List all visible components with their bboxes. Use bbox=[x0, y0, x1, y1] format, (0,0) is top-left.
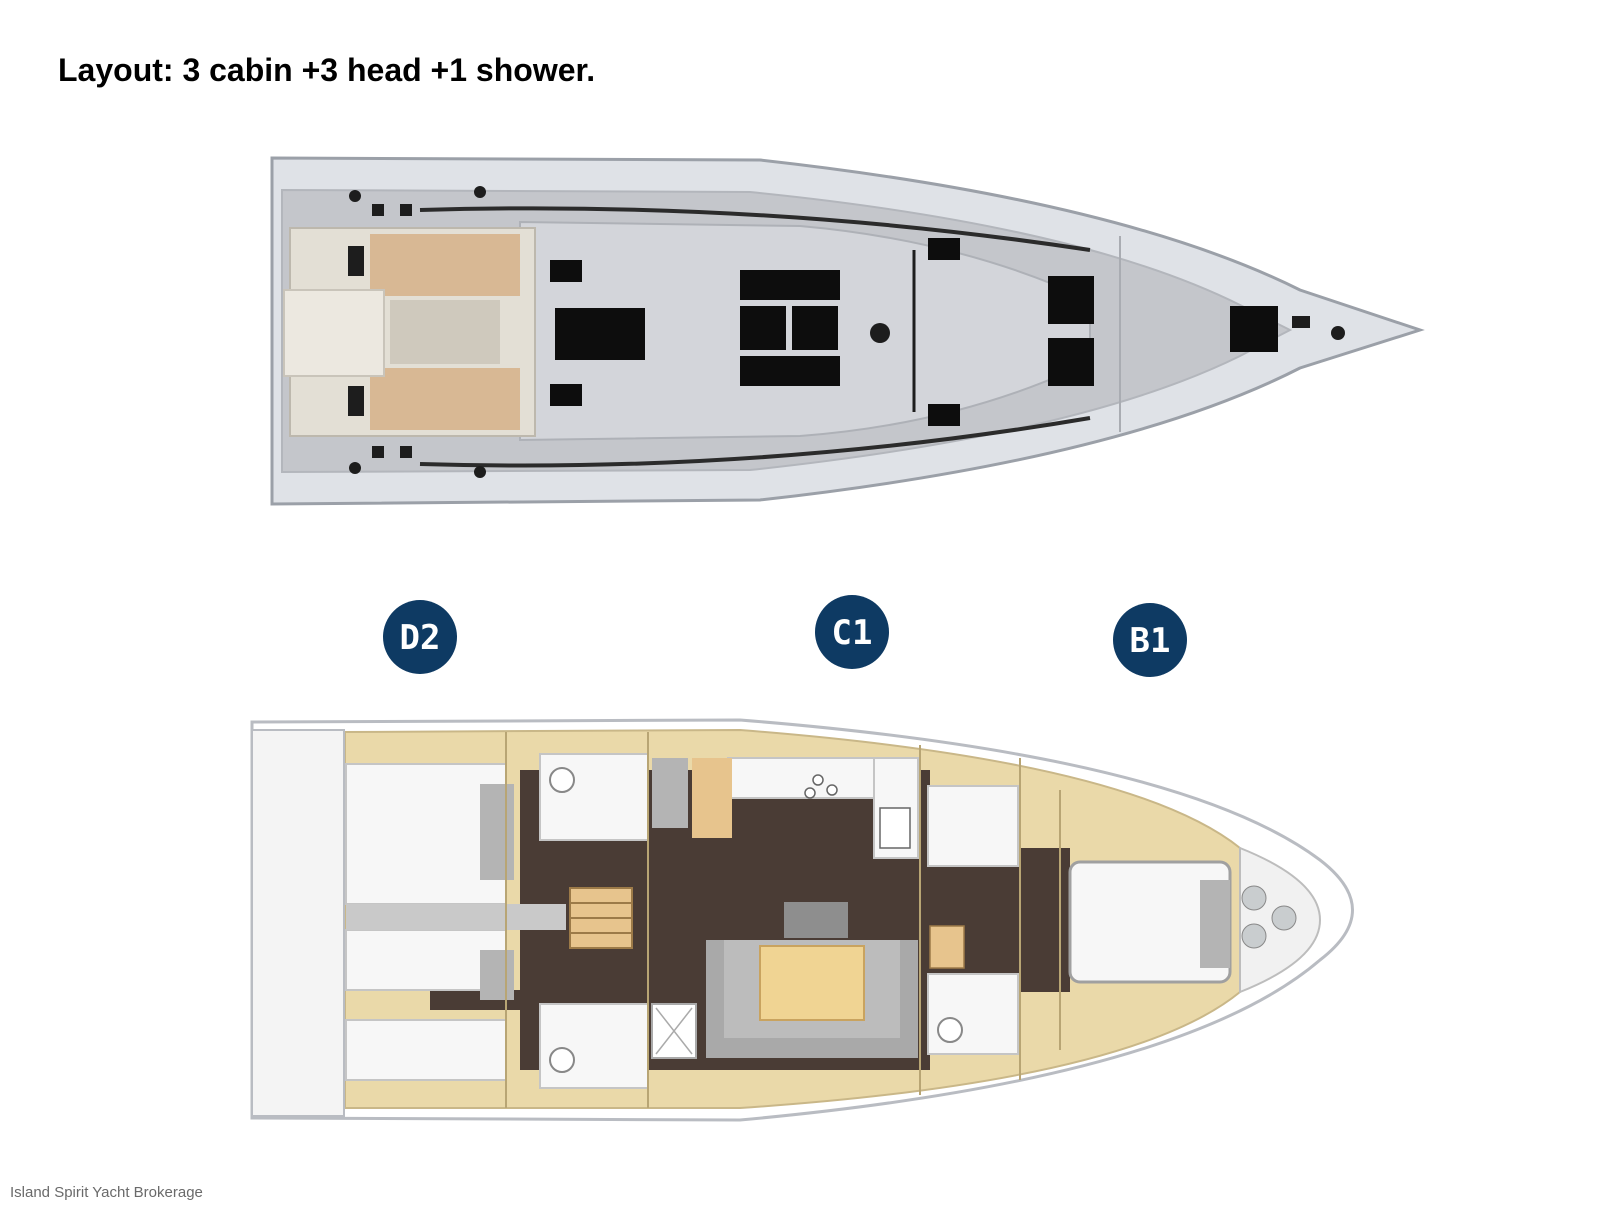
interior-aft-cabin-locker bbox=[480, 784, 514, 880]
deck-transom-platform bbox=[283, 289, 385, 377]
interior-head-fwd-starboard bbox=[927, 973, 1019, 1055]
deck-helm-starboard bbox=[348, 386, 364, 416]
interior-saloon-step bbox=[784, 902, 848, 938]
interior-transom bbox=[251, 729, 345, 1117]
interior-galley-cabinet bbox=[652, 758, 688, 828]
deck-hatch-side bbox=[928, 404, 960, 426]
interior-aft-cabin-bunk bbox=[345, 1019, 507, 1081]
deck-hatch-fore bbox=[1048, 276, 1094, 324]
deck-hatch-side bbox=[928, 238, 960, 260]
deck-mast bbox=[870, 323, 890, 343]
deck-hatch-small bbox=[550, 260, 582, 282]
deck-bow-fitting bbox=[1331, 326, 1345, 340]
page-title: Layout: 3 cabin +3 head +1 shower. bbox=[58, 52, 596, 88]
interior-aft-cabin-starboard bbox=[345, 929, 507, 991]
interior-aft-cabin-locker bbox=[480, 950, 514, 1000]
deck-winch bbox=[400, 204, 412, 216]
zone-badge-c1: C1 bbox=[815, 595, 889, 669]
zone-badge-d2: D2 bbox=[383, 600, 457, 674]
interior-head-aft-port bbox=[539, 753, 649, 841]
deck-winch bbox=[474, 186, 486, 198]
deck-hatch-large bbox=[740, 270, 840, 300]
deck-toerail-port bbox=[419, 206, 1091, 252]
deck-helm-port bbox=[348, 246, 364, 276]
deck-winch bbox=[400, 446, 412, 458]
interior-stove-burner bbox=[826, 784, 838, 796]
zone-badge-b1: B1 bbox=[1113, 603, 1187, 677]
badge-label: C1 bbox=[832, 613, 873, 653]
badge-circle bbox=[1113, 603, 1187, 677]
interior-shower-drain bbox=[655, 1007, 693, 1055]
deck-windlass bbox=[1292, 316, 1310, 328]
deck-winch bbox=[372, 446, 384, 458]
deck-toerail-starboard bbox=[419, 416, 1091, 468]
interior-aft-corridor bbox=[346, 904, 566, 930]
badge-label: B1 bbox=[1130, 621, 1171, 661]
interior-galley-sink bbox=[879, 807, 911, 849]
interior-plan bbox=[250, 718, 1354, 1122]
interior-head-fwd-port bbox=[927, 785, 1019, 867]
interior-bow-tank bbox=[1241, 885, 1267, 911]
deck-hatch-large bbox=[740, 306, 786, 350]
deck-anchor-locker bbox=[1230, 306, 1278, 352]
interior-toilet bbox=[549, 1047, 575, 1073]
badge-circle bbox=[383, 600, 457, 674]
interior-bow-tank bbox=[1241, 923, 1267, 949]
badge-label: D2 bbox=[400, 618, 441, 658]
interior-stove-burner bbox=[804, 787, 816, 799]
interior-stove-burner bbox=[812, 774, 824, 786]
deck-winch bbox=[372, 204, 384, 216]
deck-winch bbox=[474, 466, 486, 478]
interior-bow-tank bbox=[1271, 905, 1297, 931]
interior-galley-cabinet bbox=[692, 758, 732, 838]
deck-hatch-large bbox=[792, 306, 838, 350]
interior-toilet bbox=[937, 1017, 963, 1043]
deck-winch bbox=[349, 462, 361, 474]
interior-saloon-table bbox=[759, 945, 865, 1021]
badge-circle bbox=[815, 595, 889, 669]
deck-hatch-fore bbox=[1048, 338, 1094, 386]
interior-fwd-steps bbox=[929, 925, 965, 969]
deck-cockpit-table bbox=[390, 300, 500, 364]
interior-fwd-cabin-locker bbox=[1200, 880, 1230, 968]
deck-cockpit-teak-port bbox=[370, 234, 520, 296]
deck-plan bbox=[270, 156, 1425, 506]
interior-head-aft-starboard bbox=[539, 1003, 649, 1089]
deck-hatch-small bbox=[550, 384, 582, 406]
deck-winch bbox=[349, 190, 361, 202]
interior-aft-cabin-port bbox=[345, 763, 507, 905]
watermark: Island Spirit Yacht Brokerage bbox=[10, 1184, 203, 1201]
deck-hatch-large bbox=[740, 356, 840, 386]
interior-toilet bbox=[549, 767, 575, 793]
deck-companionway bbox=[555, 308, 645, 360]
deck-cockpit-teak-starboard bbox=[370, 368, 520, 430]
